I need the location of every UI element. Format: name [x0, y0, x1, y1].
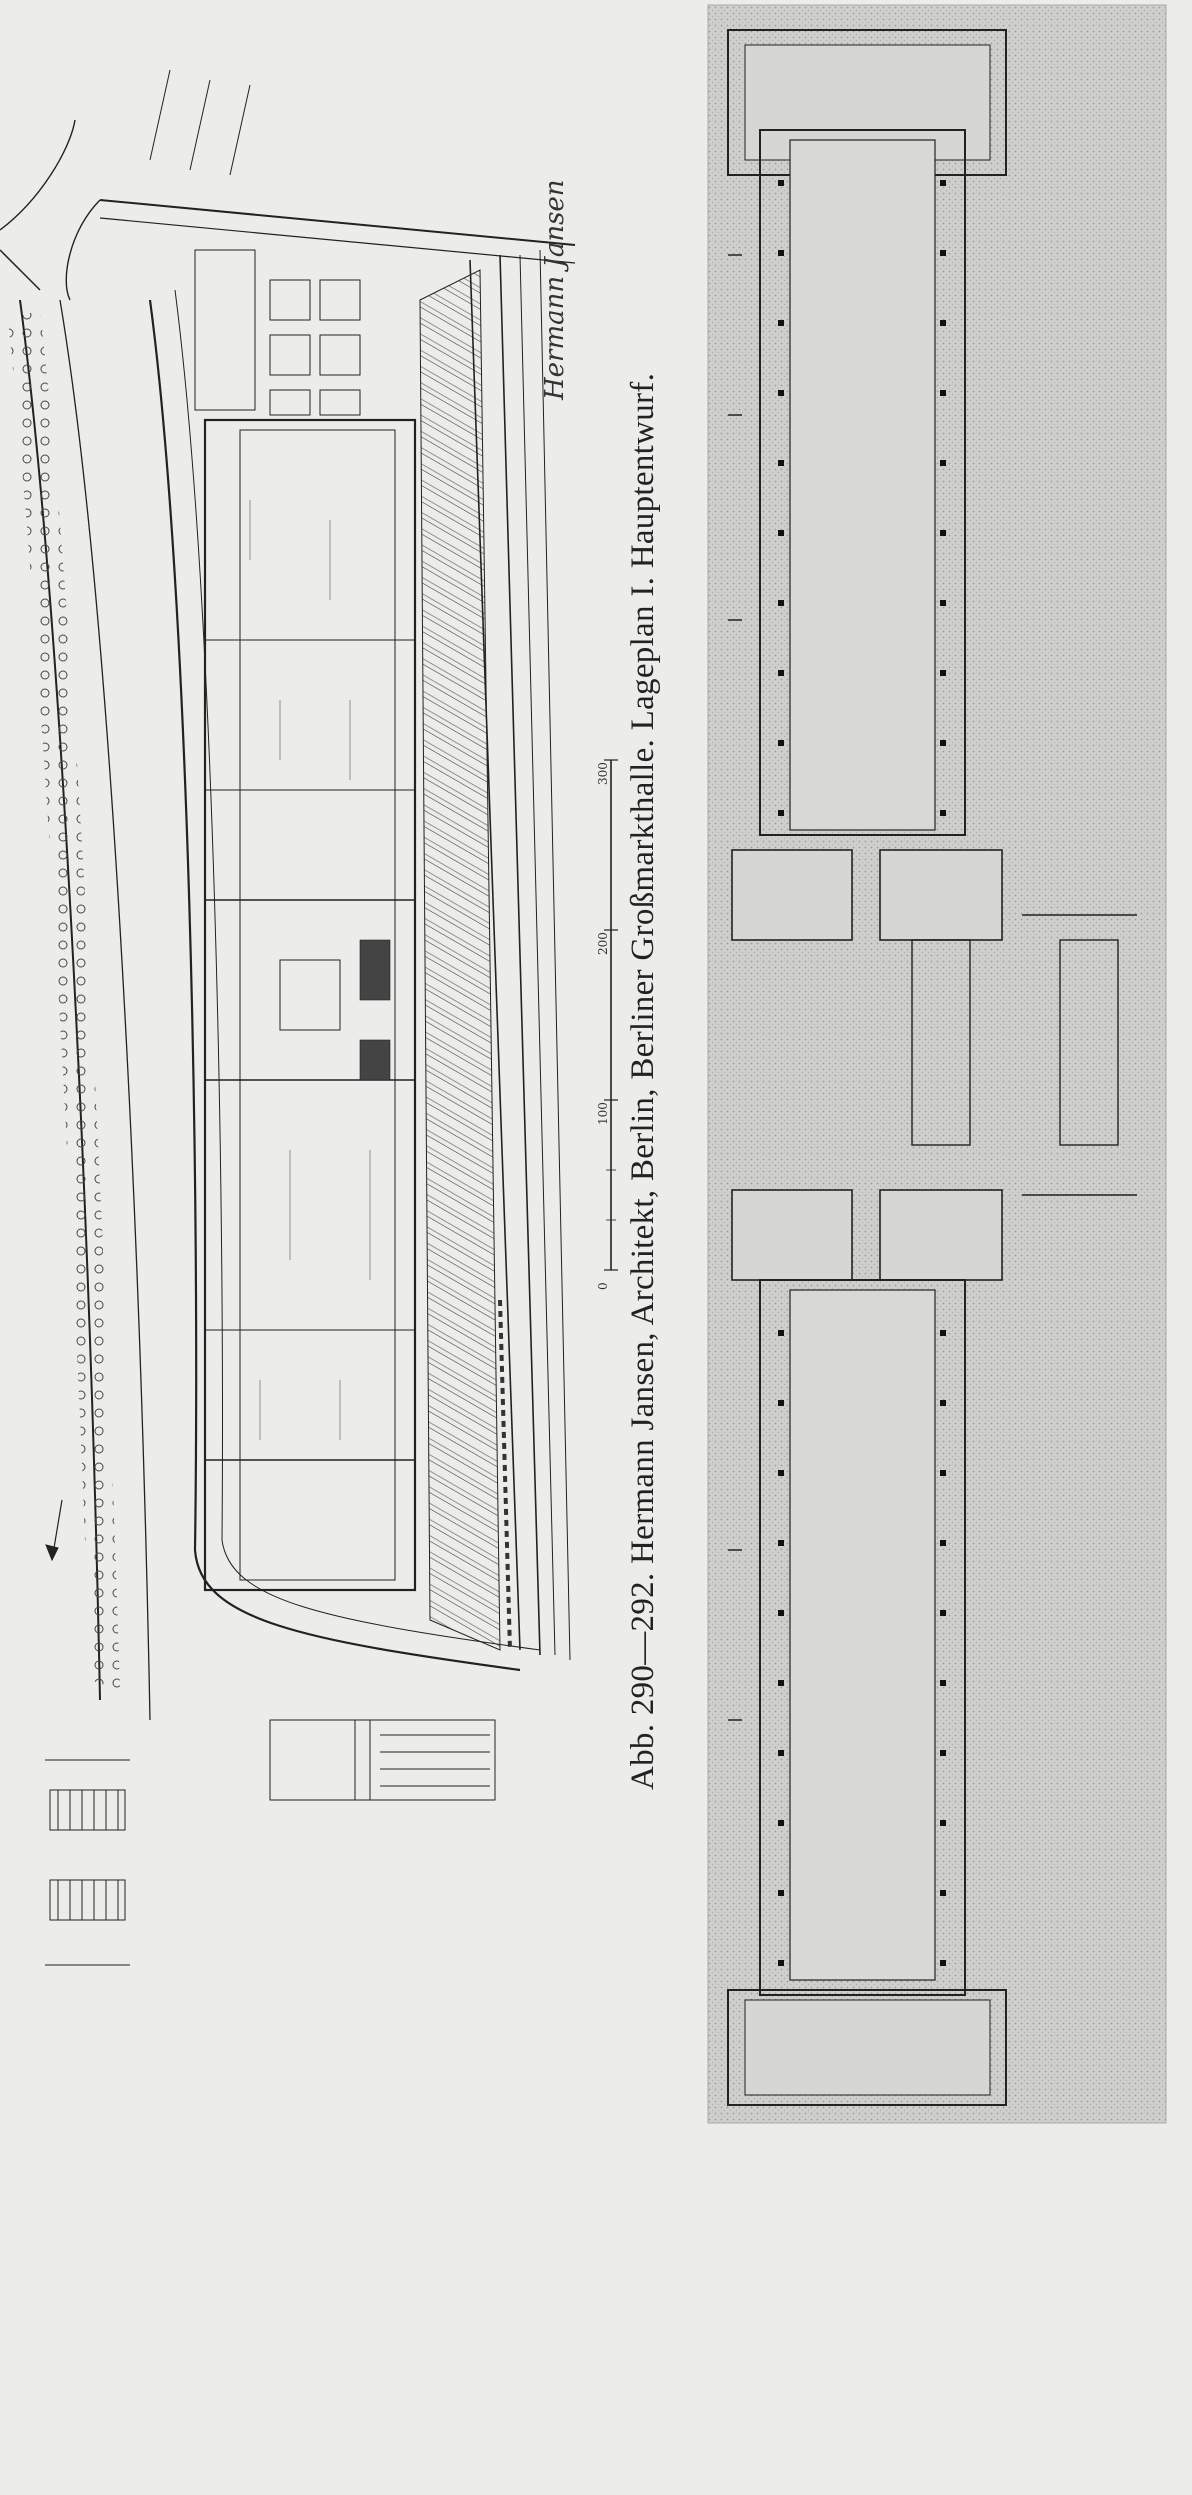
scale-tick-100: 100: [596, 1102, 610, 1125]
site-plan: [0, 69, 576, 1966]
scale-tick-200: 200: [596, 932, 610, 955]
scale-tick-0: 0: [596, 1282, 610, 1290]
scale-bar: [604, 759, 618, 1271]
scale-tick-300: 300: [596, 762, 610, 785]
floor-plan: [707, 4, 1167, 2124]
architect-signature: Hermann Jansen: [540, 179, 570, 400]
figure-caption: Abb. 290—292. Hermann Jansen, Architekt,…: [625, 372, 661, 1790]
